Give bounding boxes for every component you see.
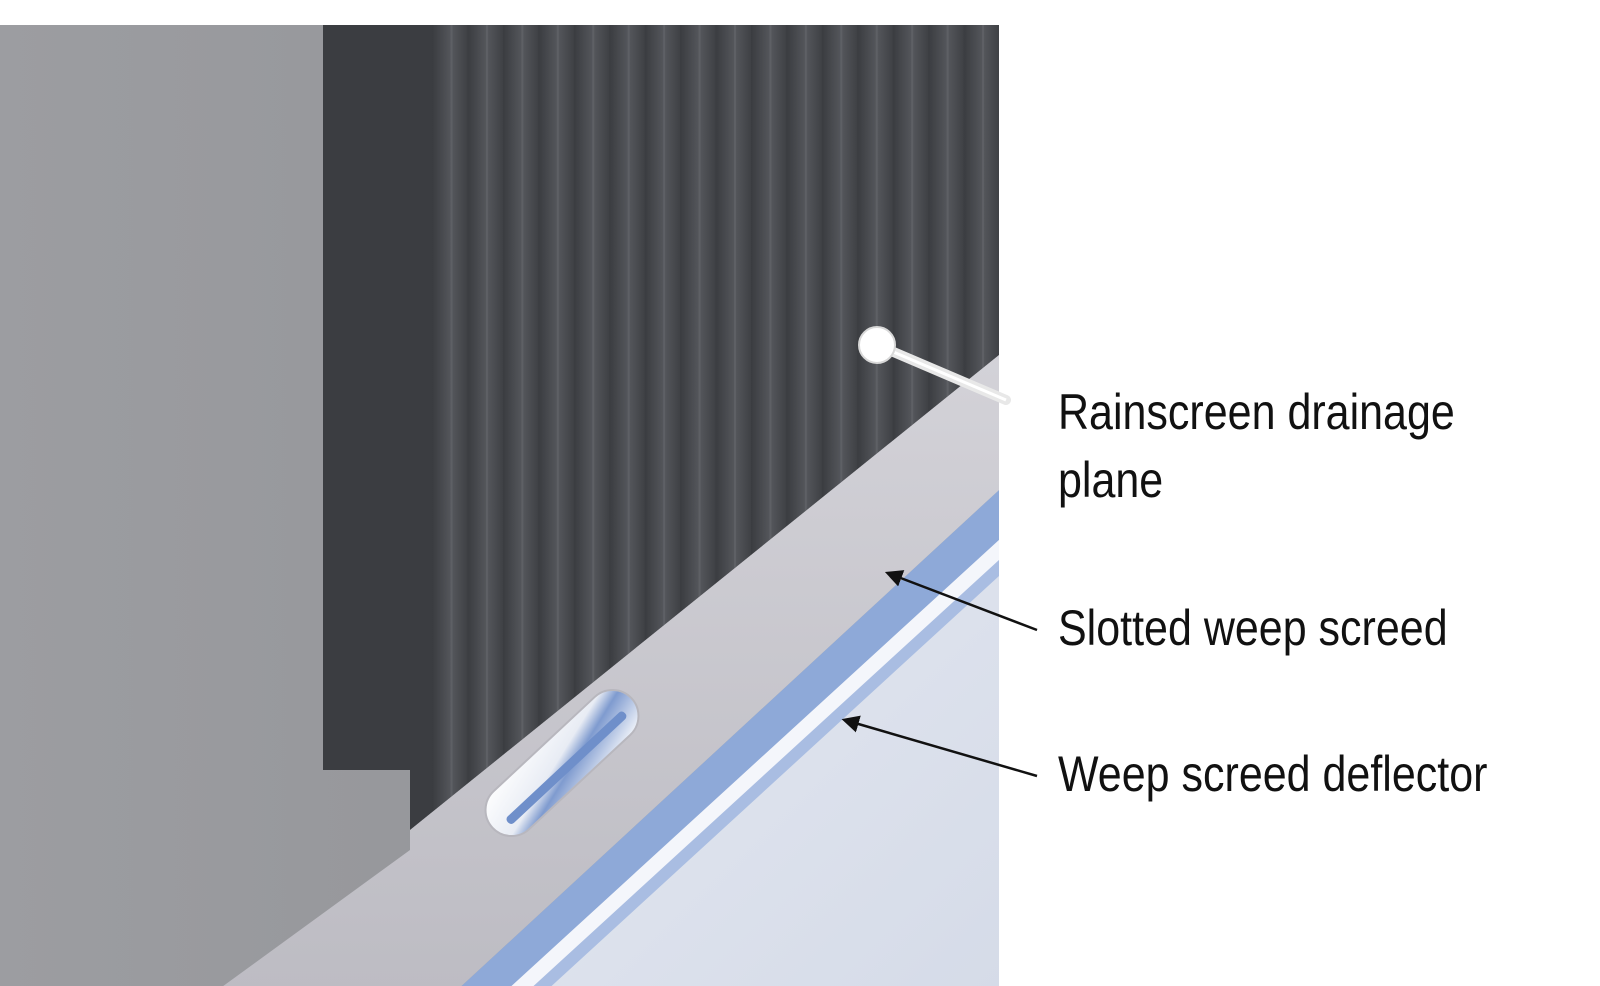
drainage-rib [857,25,893,470]
drainage-rib [467,25,503,784]
deflector-label: Weep screed deflector [1058,746,1488,802]
drainage-rib [963,25,999,384]
deflector-arrow [841,715,1038,778]
drainage-mat [323,25,999,830]
drainage-rib [644,25,681,641]
drainage-plane-label: Rainscreen drainage plane [1058,378,1455,514]
drainage-leader-line-core [876,343,1007,402]
drainage-rib [609,25,645,670]
drainage-plane-label-line1: Rainscreen drainage [1058,384,1455,440]
drainage-rib [892,25,929,441]
deflector-shadow [533,560,999,986]
drainage-rib [538,25,574,727]
drainage-marker-dot [858,326,896,364]
weep-screed-flange [223,355,999,986]
weep-slot [484,688,640,838]
drainage-rib [786,25,822,527]
drainage-rib [573,25,610,698]
drainage-rib [715,25,751,584]
drainage-rib [432,25,468,813]
callout-deflector [841,715,1038,778]
drainage-rib [821,25,858,498]
drainage-rib [502,25,539,756]
drainage-mat-ribs [432,25,999,813]
weep-screed-label: Slotted weep screed [1058,600,1448,656]
drainage-rib [750,25,787,556]
callout-weep-screed [884,570,1038,632]
drainage-plane-label-line2: plane [1058,452,1164,508]
weep-screed-arrow [884,570,1038,632]
drainage-rib [680,25,716,613]
callout-drainage-plane [858,326,1011,405]
deflector-highlight [511,540,999,986]
drainage-rib [928,25,964,413]
scene-render [0,25,999,986]
